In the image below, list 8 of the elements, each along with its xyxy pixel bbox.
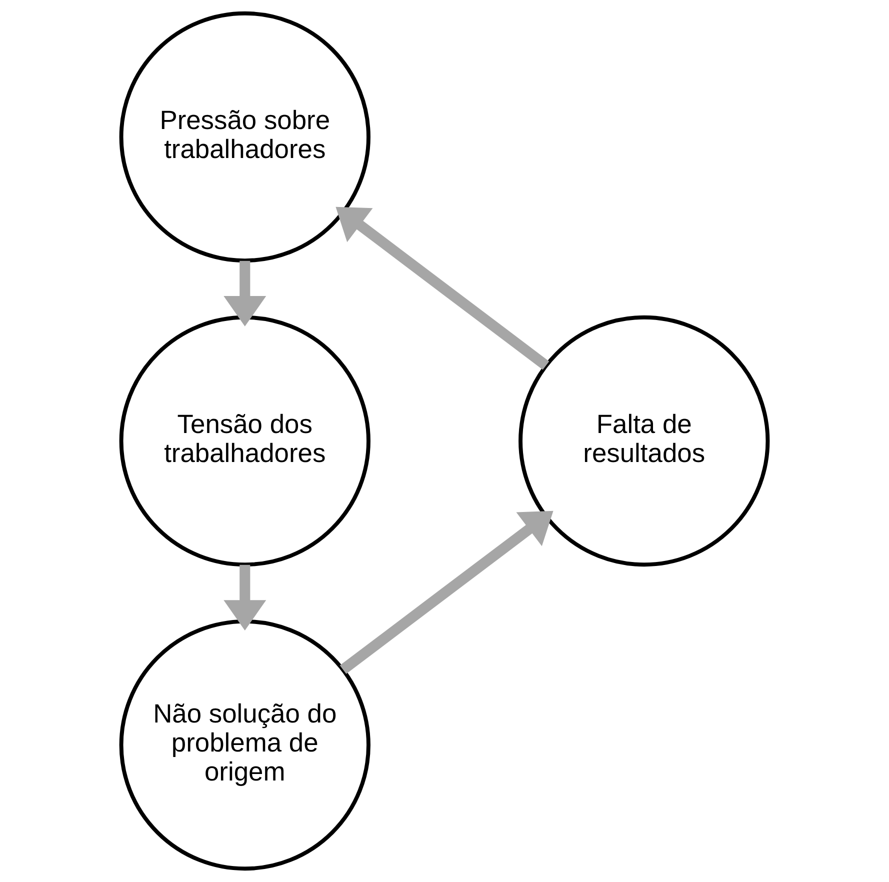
arrow [336,206,550,370]
node-circle: Tensão dos trabalhadores [119,315,370,567]
node-circle: Falta de resultados [518,315,770,567]
node-circle: Não solução do problema de origem [119,619,370,871]
node-circle: Pressão sobre trabalhadores [119,11,370,263]
arrow [224,260,266,326]
arrow [224,564,266,630]
arrow [340,510,554,674]
